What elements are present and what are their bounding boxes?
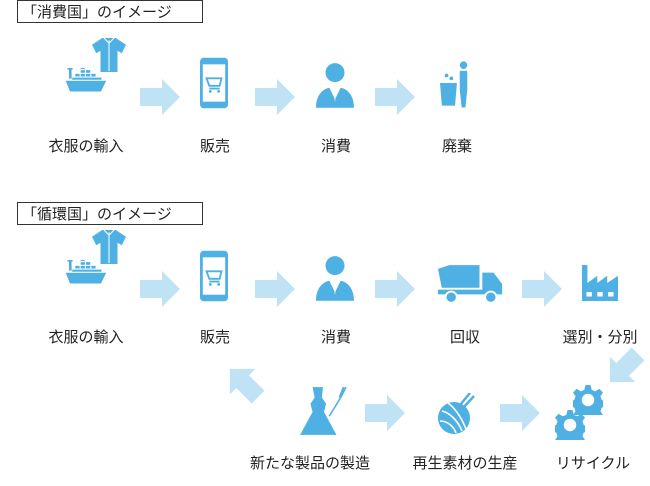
arrow-right-icon — [140, 79, 180, 115]
step-label: 販売 — [199, 328, 230, 346]
step-label: 廃棄 — [441, 137, 472, 155]
arrow-right-icon — [375, 79, 415, 115]
smartphone-cart-icon — [200, 57, 228, 109]
step-label: 衣服の輸入 — [48, 137, 124, 155]
arrow-down-left-icon — [597, 341, 650, 395]
dress-needle-icon — [298, 385, 350, 437]
trash-icon — [440, 60, 472, 108]
ship-icon — [50, 260, 122, 308]
step-label: 消費 — [320, 137, 351, 155]
circular-title-box: 「循環国」のイメージ — [17, 202, 203, 225]
ship-icon — [50, 68, 122, 116]
step-label: 消費 — [320, 328, 351, 346]
smartphone-cart-icon — [200, 250, 228, 302]
gear-icon — [555, 410, 585, 440]
arrow-right-icon — [522, 271, 562, 307]
step-label: 再生素材の生産 — [412, 454, 518, 472]
yarn-icon — [436, 393, 476, 438]
person-icon — [316, 253, 354, 301]
arrow-right-icon — [375, 271, 415, 307]
shirt-icon — [92, 38, 126, 72]
step-label: 新たな製品の製造 — [249, 454, 370, 472]
shirt-icon — [92, 230, 126, 264]
step-label: 選別・分別 — [562, 328, 638, 346]
arrow-up-left-icon — [217, 356, 271, 410]
step-label: 回収 — [449, 328, 480, 346]
step-label: 衣服の輸入 — [48, 328, 124, 346]
arrow-right-icon — [365, 395, 405, 431]
arrow-right-icon — [255, 271, 295, 307]
arrow-right-icon — [140, 271, 180, 307]
step-label: 販売 — [199, 137, 230, 155]
person-icon — [316, 60, 354, 108]
arrow-right-icon — [500, 395, 540, 431]
step-label: リサイクル — [555, 454, 631, 472]
dump-truck-icon — [438, 265, 504, 303]
arrow-right-icon — [255, 79, 295, 115]
consumer-title-box: 「消費国」のイメージ — [17, 0, 203, 23]
factory-icon — [582, 265, 618, 301]
